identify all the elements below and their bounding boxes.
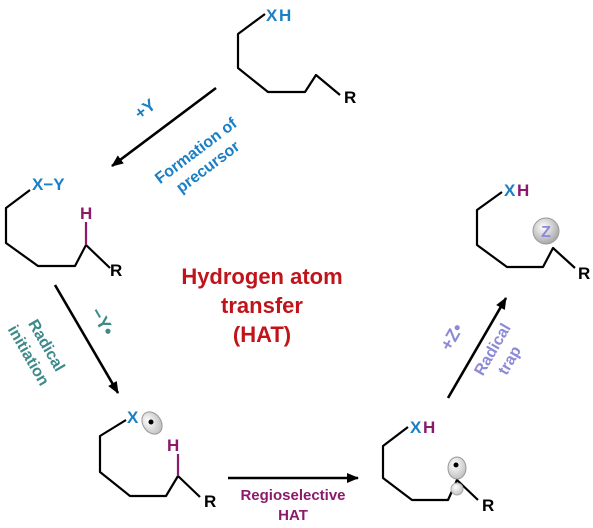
center-title-line2: transfer [221,293,303,318]
atom-r: R [482,496,494,515]
atom-z: Z [541,224,551,241]
reagent-minus-y-radical: −Y• [87,304,119,339]
group-x-y: X−Y [32,175,65,194]
molecule-left: X−Y H R [4,175,122,280]
atom-r: R [344,88,356,107]
center-title-line1: Hydrogen atom [181,264,342,289]
label-hat-line2: HAT [278,507,308,524]
radical-dot [453,462,459,468]
molecule-bottom-right: X H R [381,418,494,515]
atom-h: H [423,418,435,437]
atom-x: X [410,418,422,437]
radical-dot [148,419,154,425]
atom-x: X [266,6,278,25]
atom-r: R [204,492,216,511]
molecule-right: X H Z R [475,181,590,283]
atom-h: H [279,6,291,25]
trap-z-sphere [532,217,560,245]
arrow-initiation [53,284,120,394]
atom-h: H [80,204,92,223]
radical-orbital-upper-lobe [447,456,467,480]
molecule-top: X H R [236,6,356,107]
center-title-line3: (HAT) [233,322,291,347]
atom-x: X [504,181,516,200]
molecule-bottom-left: X H R [98,408,216,511]
atom-r: R [578,264,590,283]
label-hat-line1: Regioselective [240,487,345,504]
center-title: Hydrogen atom transfer (HAT) [181,264,342,347]
radical-orbital-lower-lobe [450,482,464,496]
arrow-formation [111,86,217,168]
atom-x: X [127,408,139,427]
atom-r: R [110,261,122,280]
reagent-plus-y: +Y [131,95,160,123]
reagent-plus-z-radical: +Z• [436,320,467,354]
atom-h: H [517,181,529,200]
arrow-trap [446,297,508,399]
atom-h: H [167,436,179,455]
